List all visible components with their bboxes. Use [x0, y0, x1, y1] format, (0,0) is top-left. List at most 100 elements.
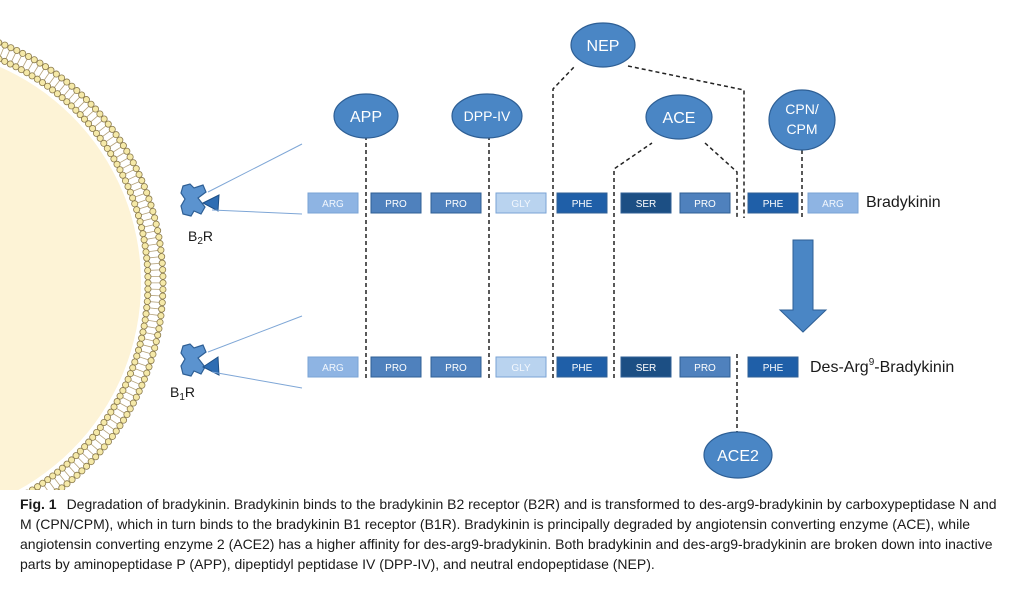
lipid-head — [121, 177, 129, 185]
lipid-head — [58, 94, 66, 102]
nep-ellipse — [570, 22, 636, 68]
lipid-head — [73, 471, 81, 479]
enzyme-ace: ACE — [645, 94, 713, 140]
lipid-head — [58, 74, 66, 82]
des-arg9-bradykinin-label: Des-Arg9-Bradykinin — [810, 357, 954, 376]
lipid-head — [72, 452, 80, 460]
lipid-head — [103, 413, 111, 421]
lipid-head — [116, 392, 124, 400]
lipid-head — [132, 393, 140, 401]
lipid-head — [152, 338, 160, 346]
lipid-head — [112, 427, 120, 435]
lipid-tails — [0, 47, 161, 490]
dpp4-ellipse — [451, 93, 523, 139]
lipid-head — [104, 438, 112, 446]
lipid-head — [140, 375, 148, 383]
ace-ellipse — [645, 94, 713, 140]
cpn-cpm-ellipse — [768, 89, 836, 151]
lipid-head — [144, 279, 152, 287]
lipid-head — [7, 44, 15, 52]
lipid-head — [110, 155, 118, 163]
lipid-head — [132, 165, 140, 173]
residue-label: ARG — [322, 363, 344, 374]
lipid-head — [63, 98, 71, 106]
lipid-head — [104, 120, 112, 128]
lipid-head — [126, 153, 134, 161]
lipid-head — [124, 375, 132, 383]
residue-arg — [307, 192, 359, 214]
lipid-head — [140, 322, 148, 330]
lipid-head — [58, 484, 66, 490]
lipid-head — [13, 46, 21, 54]
lipid-head — [49, 472, 57, 480]
lipid-head — [157, 312, 165, 320]
lipid-head — [30, 56, 38, 64]
lipid-head — [96, 424, 104, 432]
b2r-receptor-shape — [180, 183, 207, 217]
dpp4-label: DPP-IV — [464, 108, 511, 124]
cpn-label: CPN/ — [785, 101, 819, 117]
lipid-head — [136, 340, 144, 348]
lipid-head — [149, 350, 157, 358]
lipid-head — [122, 381, 130, 389]
lipid-head — [6, 60, 14, 68]
enzyme-nep: NEP — [570, 22, 636, 68]
lipid-head — [113, 160, 121, 168]
lipid-head — [100, 443, 108, 451]
lipid-head — [147, 201, 155, 209]
lipid-head — [158, 305, 166, 313]
lipid-head — [96, 110, 104, 118]
lipid-head — [135, 346, 143, 354]
residue-phe — [556, 192, 608, 214]
lipid-head — [41, 63, 49, 71]
lipid-head — [83, 462, 91, 470]
lipid-head — [87, 458, 95, 466]
lipid-head — [107, 150, 115, 158]
lipid-head — [124, 182, 132, 190]
residue-pro — [370, 192, 422, 214]
residue-label: PRO — [694, 363, 716, 374]
residue-label: SER — [636, 199, 657, 210]
b2r-projection-top — [207, 143, 303, 193]
lipid-head — [89, 433, 97, 441]
lipid-head — [34, 483, 42, 490]
caption-label: Fig. 1 — [20, 496, 57, 512]
lipid-head — [68, 476, 76, 484]
lipid-head — [110, 403, 118, 411]
lipid-head — [142, 248, 150, 256]
lipid-head — [156, 318, 164, 326]
residue-label: PRO — [445, 363, 467, 374]
b2r-receptor: B2R — [180, 183, 220, 247]
lipid-head — [92, 453, 100, 461]
lipid-head — [135, 387, 143, 395]
lipid-head — [120, 416, 128, 424]
lipid-head — [81, 443, 89, 451]
lipid-head — [144, 266, 152, 274]
lipid-head — [25, 52, 33, 60]
lipid-head — [152, 220, 160, 228]
lipid-head — [0, 39, 3, 46]
lipid-head — [143, 260, 151, 268]
lipid-head — [12, 63, 20, 71]
lipid-head — [139, 230, 147, 238]
lipid-head — [138, 334, 146, 342]
b2r-ligand-triangle — [201, 194, 220, 212]
lipid-head — [100, 115, 108, 123]
lipid-head — [92, 105, 100, 113]
lipid-head — [140, 236, 148, 244]
lipid-head — [151, 344, 159, 352]
lipid-head — [133, 206, 141, 214]
residue-pro — [370, 356, 422, 378]
lipid-head — [147, 357, 155, 365]
lipid-head — [138, 224, 146, 232]
lipid-head — [136, 218, 144, 226]
lipid-head — [123, 147, 131, 155]
residue-phe — [747, 356, 799, 378]
lipid-head — [141, 316, 149, 324]
lipid-head — [107, 408, 115, 416]
lipid-head — [158, 259, 166, 267]
enzyme-ace2: ACE2 — [703, 431, 773, 479]
residue-label: PHE — [763, 363, 784, 374]
ace2-label: ACE2 — [717, 448, 759, 465]
lipid-head — [68, 456, 76, 464]
